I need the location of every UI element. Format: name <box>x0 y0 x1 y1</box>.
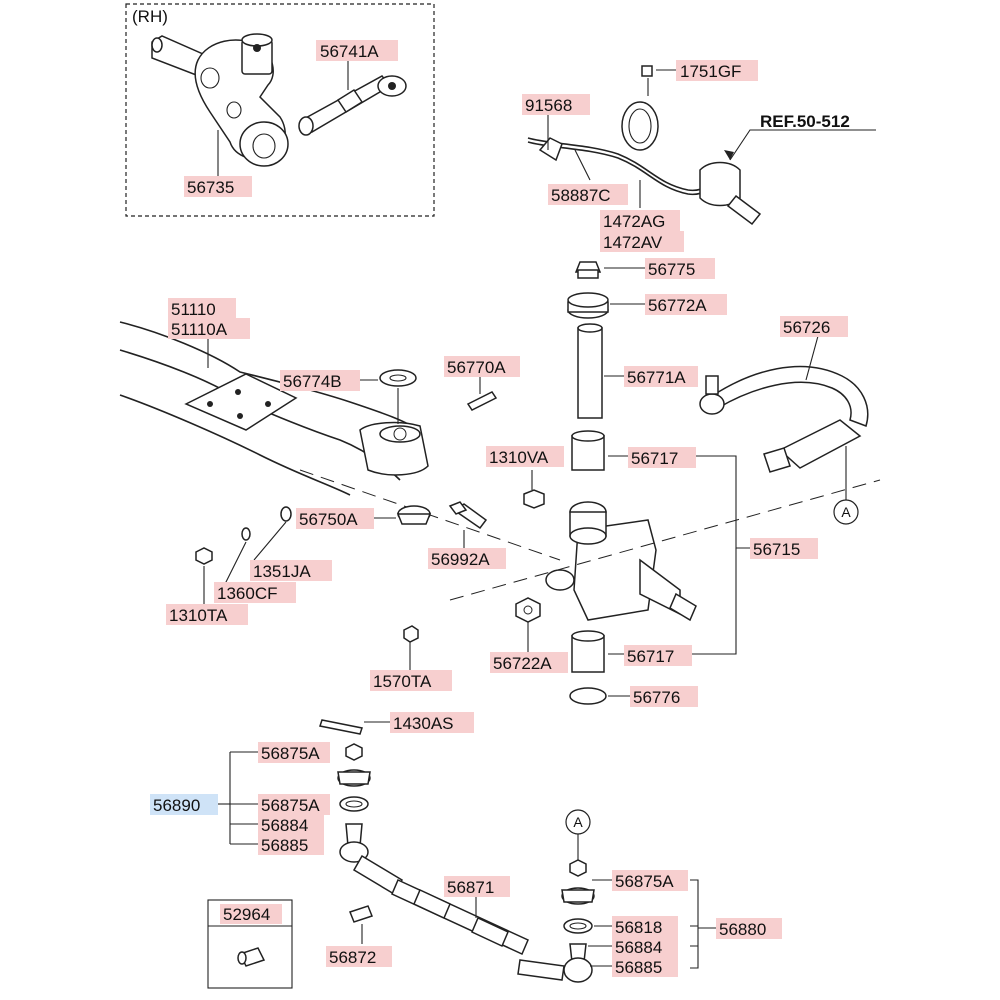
part-label-56992A: 56992A <box>431 550 490 569</box>
tie-rod-arm-56726-group: A 56726 <box>699 316 869 525</box>
part-label-56726: 56726 <box>783 318 830 337</box>
part-label-56818: 56818 <box>615 918 662 937</box>
part-label-1310TA: 1310TA <box>169 606 228 625</box>
part-52964-box: 52964 <box>207 899 293 989</box>
bolt-56992A-group: 56992A <box>428 501 506 569</box>
kingpin-stack: 56775 56772A 56771A 56717 56717 56715 56… <box>567 258 818 707</box>
part-label-56741A: 56741A <box>320 42 379 61</box>
leader-ref <box>729 129 876 161</box>
part-label-56735: 56735 <box>187 178 234 197</box>
abs-sensor-group: 1751GF 91568 58887C 1472AG 1472AV REF.50… <box>522 60 876 252</box>
part-label-56717-bottom: 56717 <box>627 647 674 666</box>
label-bg-56735 <box>184 176 252 197</box>
rh-knuckle-drawing <box>151 33 289 167</box>
part-label-56872: 56872 <box>329 948 376 967</box>
part-label-56871: 56871 <box>447 878 494 897</box>
part-label-51110A: 51110A <box>171 320 228 339</box>
part-label-56875A-3: 56875A <box>615 872 674 891</box>
rh-label: (RH) <box>132 7 168 26</box>
part-label-1751GF: 1751GF <box>680 62 741 81</box>
bolt-1751GF-drawing <box>641 65 653 77</box>
part-label-56771A: 56771A <box>627 368 686 387</box>
cap-56776-drawing <box>569 687 607 705</box>
part-label-56774B: 56774B <box>283 372 342 391</box>
part-label-56890: 56890 <box>153 796 200 815</box>
rh-inset: (RH) 56741A 56735 <box>125 3 435 217</box>
label-bg-56741A <box>316 40 398 61</box>
part-label-56884-1: 56884 <box>261 816 308 835</box>
part-label-1472AV: 1472AV <box>603 233 663 252</box>
part-label-56884-2: 56884 <box>615 938 662 957</box>
part-label-56770A: 56770A <box>447 358 506 377</box>
part-label-1360CF: 1360CF <box>217 584 277 603</box>
part-label-56722A: 56722A <box>493 654 552 673</box>
knuckle-56715-drawing <box>299 469 881 622</box>
pad-56750A-group: 56750A <box>296 505 432 529</box>
axle-beam-drawing: 51110 51110A <box>119 298 429 496</box>
cotter-pin-group: 1430AS <box>319 712 474 735</box>
part-label-91568: 91568 <box>525 96 572 115</box>
part-label-51110: 51110 <box>171 300 216 319</box>
part-label-56776: 56776 <box>633 688 680 707</box>
sensor-bracket-drawing <box>538 137 563 162</box>
part-label-56750A: 56750A <box>299 510 358 529</box>
small-hardware-group: 1351JA 1360CF 1310TA <box>166 506 332 625</box>
tie-rod-end-left-group: 56890 56875A 56875A 56884 56885 <box>150 742 404 896</box>
spring-pad-drawing <box>184 373 298 431</box>
part-label-1310VA: 1310VA <box>489 448 549 467</box>
part-label-1472AG: 1472AG <box>603 212 665 231</box>
part-label-58887C: 58887C <box>551 186 611 205</box>
sensor-housing-drawing <box>699 161 741 207</box>
part-label-56880: 56880 <box>719 920 766 939</box>
part-label-56715: 56715 <box>753 540 800 559</box>
leader-58887C <box>574 149 591 181</box>
circle-ref-A-bottom: A <box>573 814 583 830</box>
rh-inset-border <box>125 3 435 217</box>
part-label-56717-top: 56717 <box>631 449 678 468</box>
part-label-56875A-1: 56875A <box>261 744 320 763</box>
rh-tie-rod-arm-drawing <box>298 75 407 136</box>
part-label-1430AS: 1430AS <box>393 714 454 733</box>
part-label-56772A: 56772A <box>648 296 707 315</box>
part-label-52964: 52964 <box>223 905 270 924</box>
part-label-56875A-2: 56875A <box>261 796 320 815</box>
part-label-56775: 56775 <box>648 260 695 279</box>
plug-1570TA-group: 1570TA <box>370 625 452 691</box>
circle-ref-A-top: A <box>841 504 851 520</box>
part-label-56885-1: 56885 <box>261 836 308 855</box>
nut-56722A-group: 56722A <box>490 597 568 673</box>
tie-rod-56871-group: 56871 56872 <box>326 876 529 967</box>
clamp-drawing <box>621 101 659 151</box>
part-label-1351JA: 1351JA <box>253 562 311 581</box>
part-label-56885-2: 56885 <box>615 958 662 977</box>
nut-1310VA-group: 1310VA <box>486 446 564 509</box>
kingpin-drawing <box>577 327 603 419</box>
tie-rod-end-right-group: A 56875A 56818 56884 56885 56880 <box>517 809 782 983</box>
part-label-1570TA: 1570TA <box>373 672 432 691</box>
washer-bolt-group: 56774B 56770A <box>280 356 520 424</box>
ref-label: REF.50-512 <box>760 112 850 131</box>
